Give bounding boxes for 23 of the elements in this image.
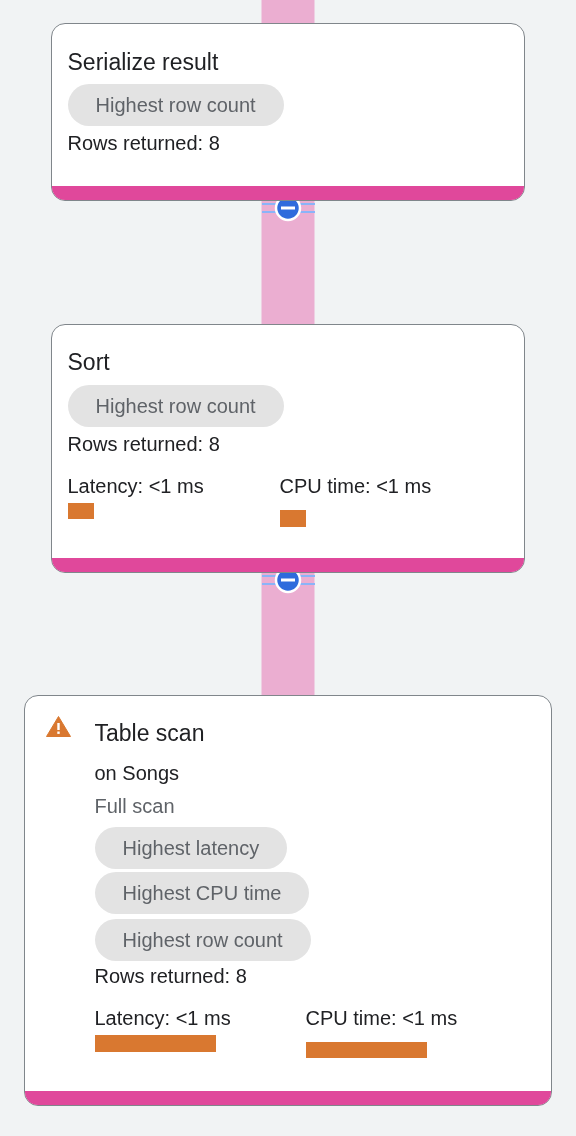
- connector-band: [261, 201, 315, 324]
- metric-text: Latency: <1 ms: [67, 473, 204, 498]
- highlight-chip: Highest row count: [67, 384, 284, 427]
- connector-band: [261, 573, 315, 695]
- subtitle-text: Full scan: [94, 793, 175, 818]
- node-title: Sort: [67, 349, 110, 374]
- highlight-chip: Highest CPU time: [94, 871, 310, 914]
- operator-card: [51, 23, 525, 201]
- node-title: Table scan: [94, 720, 205, 745]
- metric-text: Rows returned: 8: [67, 130, 220, 155]
- operator-card: [51, 324, 525, 573]
- highlight-chip: Highest latency: [94, 826, 288, 869]
- highlight-chip: Highest row count: [67, 83, 284, 126]
- metric-text: Rows returned: 8: [94, 963, 247, 988]
- metric-text: CPU time: <1 ms: [305, 1005, 458, 1030]
- metric-text: CPU time: <1 ms: [279, 473, 432, 498]
- metric-text: on Songs: [94, 760, 179, 785]
- metric-text: Latency: <1 ms: [94, 1005, 231, 1030]
- metric-text: Rows returned: 8: [67, 431, 220, 456]
- highlight-chip: Highest row count: [94, 918, 311, 961]
- operator-card: [24, 695, 552, 1106]
- node-title: Serialize result: [67, 49, 219, 74]
- connector-band: [261, 0, 315, 23]
